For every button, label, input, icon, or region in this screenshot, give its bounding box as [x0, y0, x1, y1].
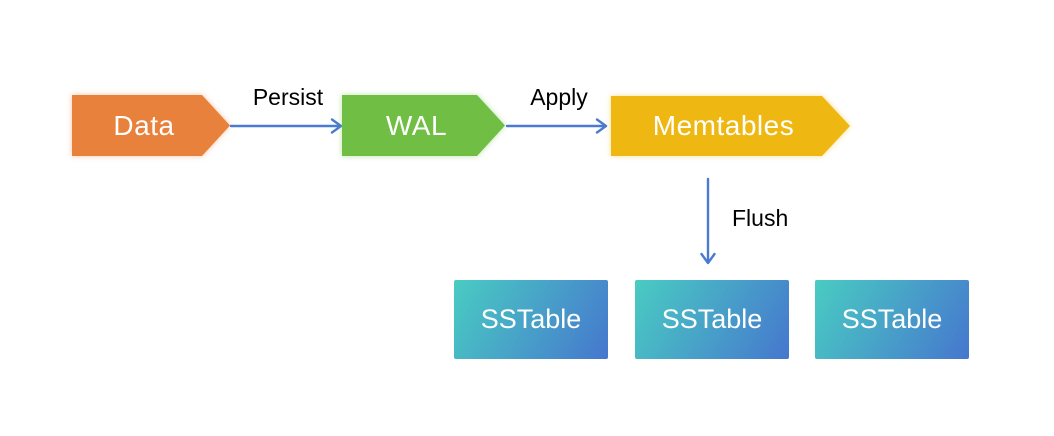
node-data-shape: Data [72, 95, 230, 156]
node-data: Data [72, 95, 230, 156]
edge-label-flush: Flush [732, 205, 789, 231]
node-sstable-3: SSTable [815, 280, 969, 359]
node-memtables-label: Memtables [652, 110, 795, 141]
node-memtables-shape: Memtables [611, 96, 850, 156]
arrow-flush-icon [700, 177, 716, 265]
node-sstable-1-label: SSTable [480, 304, 582, 334]
node-data-label: Data [113, 109, 175, 141]
arrow-apply-icon [505, 118, 608, 134]
node-sstable-2: SSTable [635, 280, 789, 359]
node-sstable-3-label: SSTable [841, 304, 943, 334]
edge-label-persist: Persist [252, 84, 324, 110]
arrow-persist-icon [229, 118, 343, 134]
node-wal-shape: WAL [342, 95, 505, 156]
node-wal: WAL [342, 95, 505, 156]
node-wal-label: WAL [385, 109, 448, 141]
node-sstable-2-label: SSTable [661, 304, 763, 334]
edge-label-apply: Apply [530, 84, 588, 110]
node-sstable-1: SSTable [454, 280, 608, 359]
node-memtables: Memtables [611, 96, 850, 156]
